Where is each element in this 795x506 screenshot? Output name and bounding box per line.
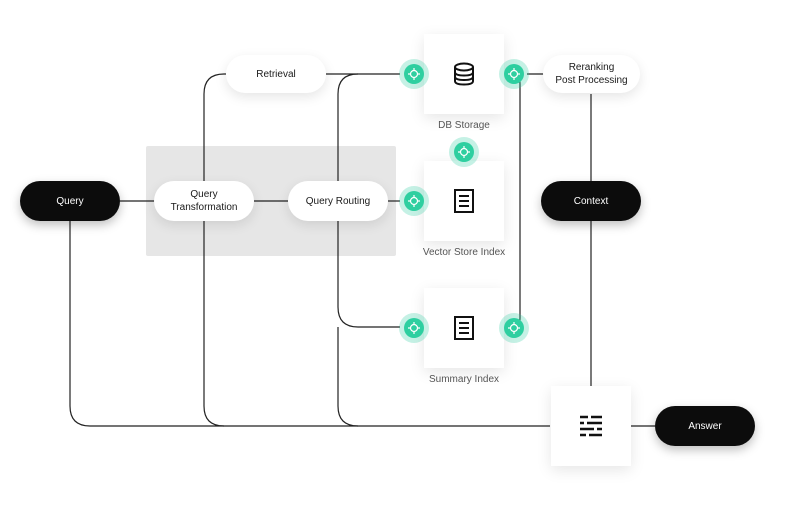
edge-query-bottom [69,221,550,427]
document-icon [454,189,474,213]
query-node: Query [20,181,120,221]
document-icon [454,316,474,340]
connector-node [399,59,429,89]
db-storage-label: DB Storage [438,120,490,131]
query-transformation-node: Query Transformation [154,181,254,221]
vector-store-label: Vector Store Index [422,247,506,258]
summary-index-label: Summary Index [428,374,500,385]
output-processor-card [551,386,631,466]
edge-routing-db [337,73,359,181]
edge-routing-summary [337,221,400,328]
connector-node [499,313,529,343]
edge-transformation-bottom [203,221,225,427]
query-routing-node: Query Routing [288,181,388,221]
list-icon [580,415,602,437]
edge-transformation-retrieval [203,73,226,181]
summary-index-card [424,288,504,368]
target-icon [408,68,420,80]
connector-node [399,186,429,216]
retrieval-node: Retrieval [226,55,326,93]
target-icon [408,195,420,207]
connector-node [449,137,479,167]
target-icon [408,322,420,334]
answer-node: Answer [655,406,755,446]
edge-right-collector [512,73,521,328]
target-icon [508,322,520,334]
target-icon [458,146,470,158]
database-icon [454,62,474,86]
target-icon [508,68,520,80]
edge-routing-bottom [337,327,359,427]
context-node: Context [541,181,641,221]
vector-store-card [424,161,504,241]
connector-node [499,59,529,89]
db-storage-card [424,34,504,114]
reranking-node: Reranking Post Processing [543,55,640,93]
connector-node [399,313,429,343]
